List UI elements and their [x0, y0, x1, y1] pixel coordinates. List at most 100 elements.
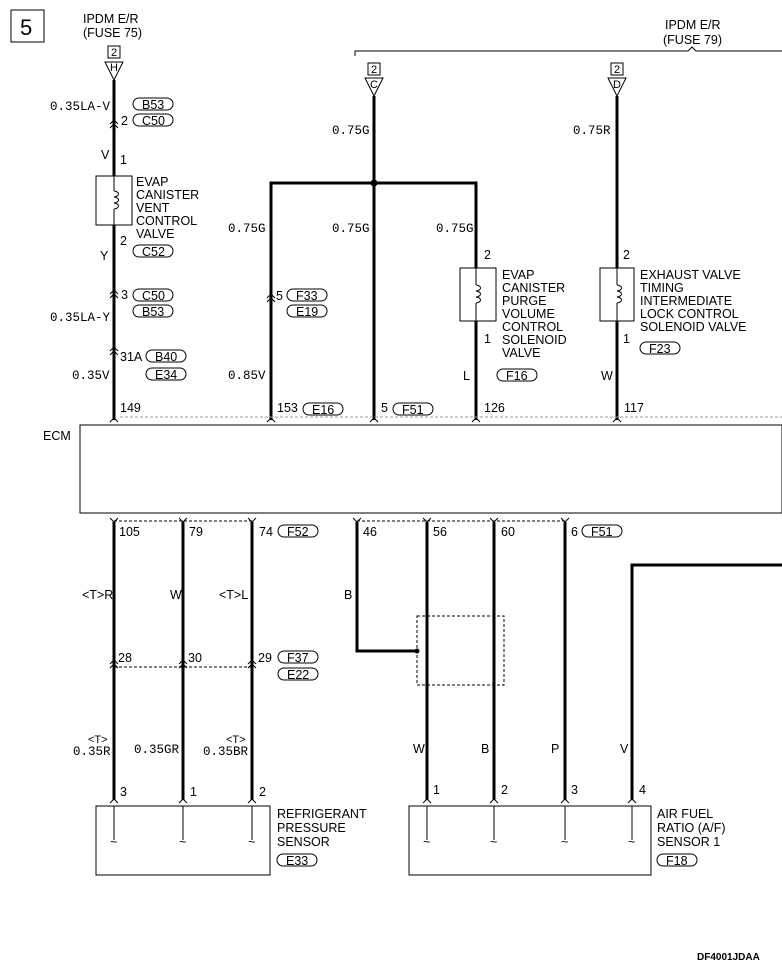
connector-f51-top: F51	[392, 402, 434, 417]
connector-e33: E33	[276, 853, 318, 868]
connector-e19: E19	[286, 304, 328, 319]
evap-vent-line-1: EVAP	[136, 175, 168, 189]
af-sensor-line-3: SENSOR 1	[657, 835, 720, 849]
evap-vent-line-2: CANISTER	[136, 188, 199, 202]
wires-refrigerant	[112, 522, 254, 800]
af-sensor-line-1: AIR FUEL	[657, 807, 713, 821]
pin-105: 105	[119, 525, 140, 539]
connector-f52: F52	[277, 524, 319, 539]
wire-color-v2: V	[620, 742, 629, 756]
pin-1s: 1	[433, 783, 440, 797]
pin-1r: 1	[190, 785, 197, 799]
evap-purge-line-5: CONTROL	[502, 320, 563, 334]
pin-3a: 3	[121, 288, 128, 302]
svg-text:~: ~	[179, 835, 186, 849]
pin-1c: 1	[484, 332, 491, 346]
pin-31a: 31A	[120, 350, 143, 364]
connector-e16: E16	[302, 402, 344, 417]
evap-purge-line-7: VALVE	[502, 346, 540, 360]
supply-c-terminal: 2 C	[364, 62, 384, 98]
fuse-79-bracket	[354, 46, 782, 56]
pin-46: 46	[363, 525, 377, 539]
svg-text:~: ~	[561, 835, 568, 849]
pin-56: 56	[433, 525, 447, 539]
svg-text:2: 2	[111, 47, 117, 59]
pin-153: 153	[277, 401, 298, 415]
wire-color-l: L	[463, 369, 470, 383]
pin-29: 29	[258, 651, 272, 665]
wire-label-075g-b: 0.75G	[228, 222, 266, 236]
supply-h-name: IPDM E/R	[83, 12, 139, 26]
evap-vent-line-5: VALVE	[136, 227, 174, 241]
wire-label-035br: 0.35BR	[203, 745, 249, 759]
wire-color-b: B	[344, 588, 352, 602]
connector-f18: F18	[656, 853, 698, 868]
supply-79-name: IPDM E/R	[665, 18, 721, 32]
diagram-code: DF4001JDAA	[697, 952, 760, 963]
wire-color-tl: <T>L	[219, 588, 248, 602]
svg-text:~: ~	[490, 835, 497, 849]
twisted-mark-1: <T>	[88, 734, 108, 746]
af-sensor-box: ~ ~ ~ ~	[408, 798, 652, 876]
svg-text:C: C	[370, 79, 378, 91]
ecm-top-terminal-arrows	[109, 417, 622, 423]
svg-text:B53: B53	[142, 98, 164, 112]
pin-2d: 2	[623, 248, 630, 262]
connector-b40: B40	[145, 349, 187, 364]
wire-label-035lav: 0.35LA-V	[50, 100, 111, 114]
evap-purge-line-2: CANISTER	[502, 281, 565, 295]
connector-c50-mid: C50	[132, 288, 174, 303]
wire-color-b2: B	[481, 742, 489, 756]
pin-2r: 2	[259, 785, 266, 799]
svg-text:C50: C50	[142, 114, 165, 128]
pin-1d: 1	[623, 332, 630, 346]
wire-color-p: P	[551, 742, 559, 756]
wire-label-035lay: 0.35LA-Y	[50, 311, 111, 325]
evap-purge-line-6: SOLENOID	[502, 333, 567, 347]
svg-text:C52: C52	[142, 245, 165, 259]
connector-f16: F16	[496, 368, 538, 383]
svg-text:F23: F23	[649, 342, 671, 356]
svg-text:~: ~	[110, 835, 117, 849]
svg-text:F33: F33	[296, 289, 318, 303]
wire-color-w2: W	[413, 742, 425, 756]
exhaust-line-5: SOLENOID VALVE	[640, 320, 747, 334]
wire-color-tr: <T>R	[82, 588, 113, 602]
connector-c50-top: C50	[132, 113, 174, 128]
svg-text:E33: E33	[286, 854, 308, 868]
wire-label-035gr: 0.35GR	[134, 743, 180, 757]
svg-text:B53: B53	[142, 305, 164, 319]
evap-vent-line-3: VENT	[136, 201, 170, 215]
pin-5b: 5	[381, 401, 388, 415]
connector-marks-f33	[266, 293, 276, 303]
refrigerant-line-2: PRESSURE	[277, 821, 346, 835]
svg-text:F52: F52	[287, 525, 309, 539]
svg-text:2: 2	[371, 64, 377, 76]
svg-text:~: ~	[423, 835, 430, 849]
supply-h-fuse: (FUSE 75)	[83, 26, 142, 40]
svg-text:D: D	[613, 79, 621, 91]
pin-2s: 2	[501, 783, 508, 797]
pin-117: 117	[624, 401, 644, 415]
connector-c52: C52	[132, 244, 174, 259]
svg-text:F16: F16	[506, 369, 528, 383]
pin-28: 28	[118, 651, 132, 665]
svg-text:E19: E19	[296, 305, 318, 319]
svg-text:E16: E16	[312, 403, 334, 417]
ecm-label: ECM	[43, 429, 71, 443]
exhaust-line-4: LOCK CONTROL	[640, 307, 739, 321]
svg-text:C50: C50	[142, 289, 165, 303]
svg-text:B40: B40	[155, 350, 177, 364]
pin-60: 60	[501, 525, 515, 539]
connector-f23: F23	[639, 341, 681, 356]
pin-3r: 3	[120, 785, 127, 799]
wire-b-shield	[355, 522, 417, 653]
wire-label-035v: 0.35V	[72, 369, 110, 383]
wire-color-y: Y	[100, 249, 109, 263]
exhaust-line-1: EXHAUST VALVE	[640, 268, 741, 282]
ecm-bottom-terminal-arrows	[109, 517, 570, 523]
pin-2c: 2	[484, 248, 491, 262]
wire-color-w: W	[170, 588, 182, 602]
exhaust-line-2: TIMING	[640, 281, 684, 295]
connector-b53-mid: B53	[132, 304, 174, 319]
